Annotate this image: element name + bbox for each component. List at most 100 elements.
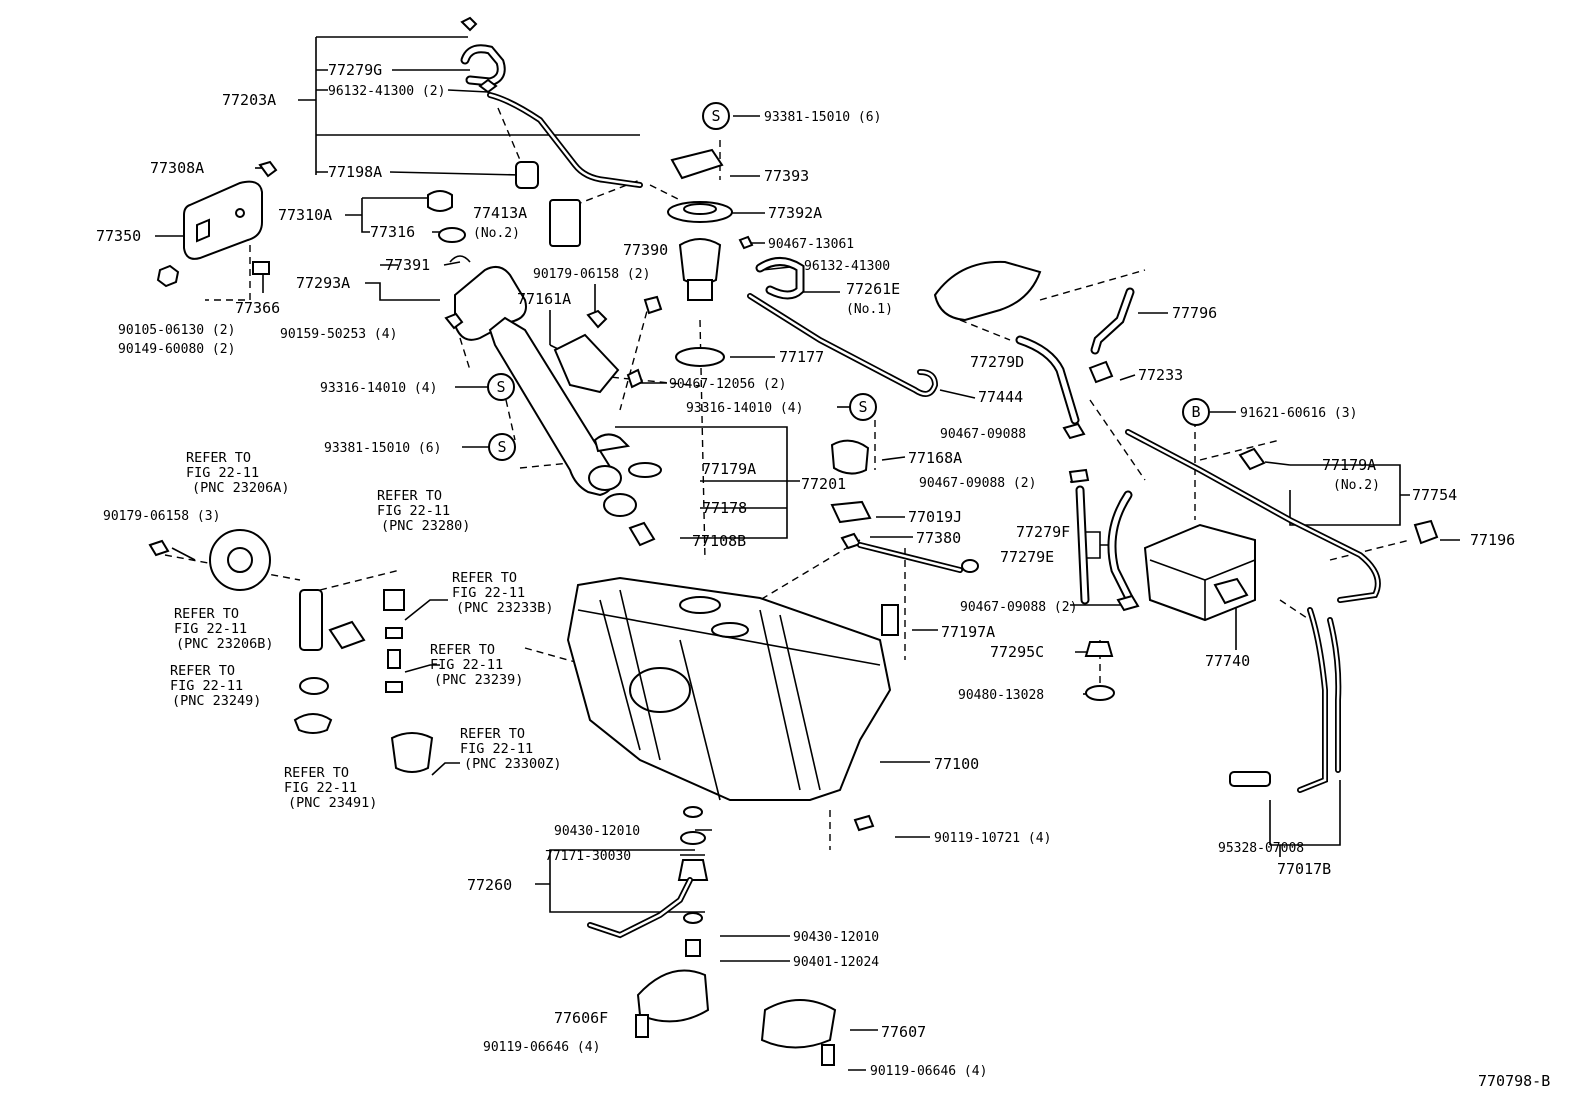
label-95328-07008: 95328-07008 — [1218, 841, 1304, 856]
charcoal-canister-parts — [830, 439, 979, 636]
label-77179A: 77179A — [702, 460, 756, 478]
fuel-lid-77350 — [156, 160, 278, 288]
label-77168A: 77168A — [908, 449, 962, 467]
label-90119-06646-b: 90119-06646 (4) — [870, 1064, 987, 1079]
label-93381-15010-left: 93381-15010 (6) — [324, 441, 441, 456]
refer-23300Z-line1: REFER TO — [460, 726, 525, 742]
label-77393: 77393 — [764, 167, 809, 185]
label-77606F: 77606F — [554, 1009, 608, 1027]
label-77196: 77196 — [1470, 531, 1515, 549]
label-77444: 77444 — [978, 388, 1023, 406]
label-90480-13028: 90480-13028 — [958, 688, 1044, 703]
refer-23233B-line3: (PNC 23233B) — [456, 600, 554, 616]
refer-23239: REFER TO FIG 22-11 (PNC 23239) — [430, 642, 523, 688]
label-90149-60080: 90149-60080 (2) — [118, 342, 235, 357]
label-77279G: 77279G — [328, 61, 382, 79]
label-93381-15010-top: 93381-15010 (6) — [764, 110, 881, 125]
canister-77740 — [1125, 429, 1439, 793]
refer-23206A-line2: FIG 22-11 — [186, 465, 259, 481]
label-77233: 77233 — [1138, 366, 1183, 384]
refer-23280: REFER TO FIG 22-11 (PNC 23280) — [377, 488, 470, 534]
s-symbol-93316-mid: S — [858, 398, 867, 416]
s-symbol-93381-top: S — [711, 107, 720, 125]
label-90467-09088-b: 90467-09088 (2) — [919, 476, 1036, 491]
label-77350: 77350 — [96, 227, 141, 245]
label-77171-30030: 77171-30030 — [545, 849, 631, 864]
label-93316-14010-left: 93316-14010 (4) — [320, 381, 437, 396]
label-77179A-no2-sub: (No.2) — [1333, 478, 1380, 493]
label-77161A: 77161A — [517, 290, 571, 308]
label-90159-50253: 90159-50253 (4) — [280, 327, 397, 342]
refer-23233B-line2: FIG 22-11 — [452, 585, 525, 601]
refer-23206B-line1: REFER TO — [174, 606, 239, 622]
s-symbol-circles: S S S S B — [487, 102, 1210, 461]
label-77391: 77391 — [385, 256, 430, 274]
label-77261E-no1: (No.1) — [846, 302, 893, 317]
refer-23491-line2: FIG 22-11 — [284, 780, 357, 796]
label-77179A-no2: 77179A — [1322, 456, 1376, 474]
label-77197A: 77197A — [941, 623, 995, 641]
refer-23206A: REFER TO FIG 22-11 (PNC 23206A) — [186, 450, 290, 496]
refer-23249-line2: FIG 22-11 — [170, 678, 243, 694]
fuel-tank-77100 — [566, 576, 892, 801]
b-symbol-91621: B — [1191, 403, 1200, 421]
refer-23206B-line2: FIG 22-11 — [174, 621, 247, 637]
refer-23280-line1: REFER TO — [377, 488, 442, 504]
label-90430-12010-top: 90430-12010 — [554, 824, 640, 839]
fuel-pump-parts — [148, 529, 434, 773]
refer-23249: REFER TO FIG 22-11 (PNC 23249) — [170, 663, 261, 709]
label-77019J: 77019J — [908, 508, 962, 526]
label-77201: 77201 — [801, 475, 846, 493]
label-90105-06130: 90105-06130 (2) — [118, 323, 235, 338]
label-77108B: 77108B — [692, 532, 746, 550]
label-93316-14010-mid: 93316-14010 (4) — [686, 401, 803, 416]
label-90467-13061: 90467-13061 — [768, 237, 854, 252]
label-77796: 77796 — [1172, 304, 1217, 322]
label-77295C: 77295C — [990, 643, 1044, 661]
label-91621-60616: 91621-60616 (3) — [1240, 406, 1357, 421]
refer-23300Z: REFER TO FIG 22-11 (PNC 23300Z) — [460, 726, 562, 772]
label-90467-12056: 90467-12056 (2) — [669, 377, 786, 392]
label-77316: 77316 — [370, 223, 415, 241]
label-77178: 77178 — [702, 499, 747, 517]
label-96132-41300: 96132-41300 — [804, 259, 890, 274]
diagram-id: 770798-B — [1478, 1072, 1550, 1090]
refer-23206A-line3: (PNC 23206A) — [192, 480, 290, 496]
refer-23280-line2: FIG 22-11 — [377, 503, 450, 519]
label-90179-06158-3: 90179-06158 (3) — [103, 509, 220, 524]
refer-23239-line3: (PNC 23239) — [434, 672, 523, 688]
label-77754: 77754 — [1412, 486, 1457, 504]
label-77366: 77366 — [235, 299, 280, 317]
label-77310A: 77310A — [278, 206, 332, 224]
refer-23280-line3: (PNC 23280) — [381, 518, 470, 534]
refer-23239-line1: REFER TO — [430, 642, 495, 658]
leader-lines — [155, 36, 1460, 1071]
label-77177: 77177 — [779, 348, 824, 366]
label-77308A: 77308A — [150, 159, 204, 177]
vent-hoses-77261E-77444 — [747, 257, 939, 397]
label-90179-06158-2: 90179-06158 (2) — [533, 267, 650, 282]
s-symbol-93381-left: S — [497, 438, 506, 456]
part-labels: 77203A 77279G 96132-41300 (2) 77198A 773… — [96, 61, 1550, 1090]
refer-23491-line3: (PNC 23491) — [288, 795, 377, 811]
filler-neck-77201 — [488, 295, 663, 547]
refer-23249-line3: (PNC 23249) — [172, 693, 261, 709]
label-77261E: 77261E — [846, 280, 900, 298]
label-90467-09088-a: 90467-09088 — [940, 427, 1026, 442]
label-77279D: 77279D — [970, 353, 1024, 371]
label-90467-09088-c: 90467-09088 (2) — [960, 600, 1077, 615]
refer-23206B-line3: (PNC 23206B) — [176, 636, 274, 652]
label-90401-12024: 90401-12024 — [793, 955, 879, 970]
label-77279E: 77279E — [1000, 548, 1054, 566]
label-77279F: 77279F — [1016, 523, 1070, 541]
label-77413A: 77413A — [473, 204, 527, 222]
label-77413A-no2: (No.2) — [473, 226, 520, 241]
refer-labels: REFER TO FIG 22-11 (PNC 23206A) REFER TO… — [170, 450, 562, 811]
label-77100: 77100 — [934, 755, 979, 773]
vent-hose-assembly-77203A — [460, 16, 643, 189]
label-77203A: 77203A — [222, 91, 276, 109]
refer-23233B: REFER TO FIG 22-11 (PNC 23233B) — [452, 570, 554, 616]
refer-23206B: REFER TO FIG 22-11 (PNC 23206B) — [174, 606, 274, 652]
label-77607: 77607 — [881, 1023, 926, 1041]
drain-and-fuel-pipes — [587, 806, 875, 1066]
